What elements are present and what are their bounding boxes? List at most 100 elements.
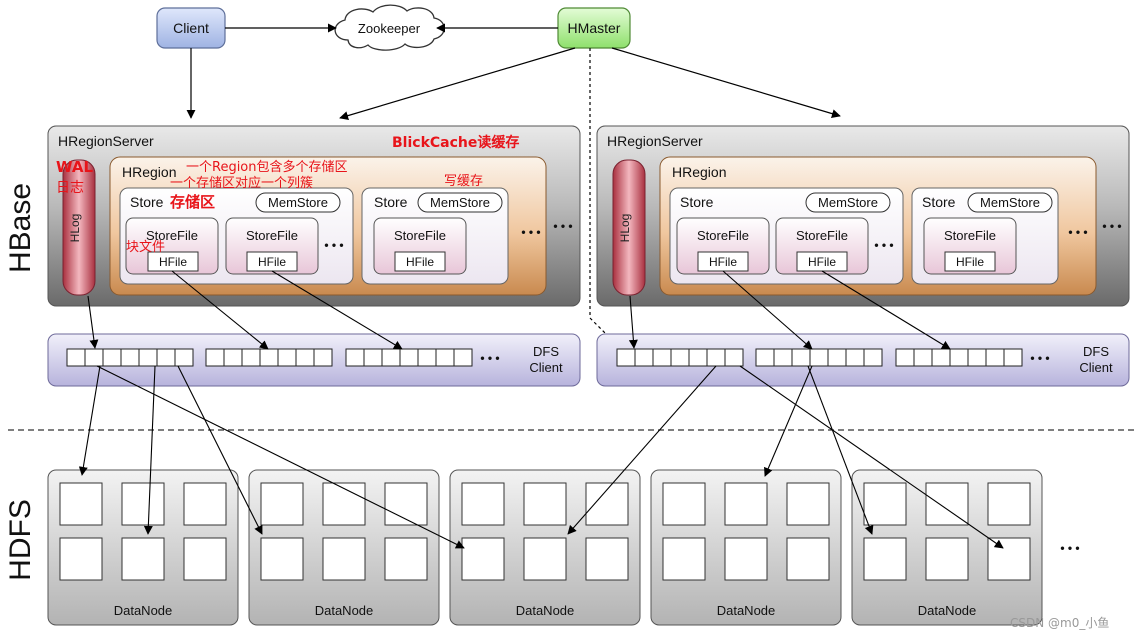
data-block [523,482,567,526]
dfs-block-cell [688,348,708,367]
dfs-block-cell [241,348,261,367]
zookeeper-node: Zookeeper [334,4,445,51]
hmaster-to-dfs-dashed-line [589,48,613,341]
data-block [384,537,428,581]
data-flow-connections [78,270,1004,549]
dfs-block-cell [345,348,365,367]
dfs-block-cell [417,348,437,367]
datanode-box: DataNode [449,469,641,626]
annotation-wal: WAL [56,158,93,176]
data-block [59,482,103,526]
zookeeper-label: Zookeeper [358,21,421,36]
storefile-label: StoreFile [394,228,446,243]
datanode-box: DataNode [248,469,440,626]
dfs-block-cell [138,348,158,367]
dfs-block-cell [895,348,915,367]
annotation-store: 存储区 [170,193,215,211]
ellipsis: • • • [553,219,572,233]
dfs-client-left: • • • DFS Client [47,333,581,387]
region-server-title: HRegionServer [58,133,154,149]
store-label: Store [130,194,164,210]
data-block [585,537,629,581]
top-connections [186,23,841,341]
memstore-pill [967,192,1053,213]
dfs-block-cell [381,348,401,367]
hlog-bar [62,159,96,296]
dfs-block-cell [949,348,969,367]
datanode-box: DataNode [650,469,842,626]
memstore-label: MemStore [268,195,328,210]
store-label: Store [680,194,714,210]
dfs-block-cell [791,348,811,367]
dfs-block-cell [985,348,1005,367]
annotation-region-note1: 一个Region包含多个存储区 [186,159,348,175]
hlog-bar [612,159,646,296]
dfs-to-datanode-arrow [78,365,101,476]
dfs-block-cell [174,348,194,367]
hfile-to-dfs-arrow [722,270,813,350]
dfs-block-cell [205,348,225,367]
data-block [786,537,830,581]
data-block [183,537,227,581]
dfs-block-cell [120,348,140,367]
memstore-pill [417,192,503,213]
annotations: WAL 日志 BlickCache读缓存 一个Region包含多个存储区 一个存… [56,134,519,255]
dfs-block-cell [435,348,455,367]
dfs-client-label-line1: DFS [533,344,559,359]
datanode-box: DataNode [47,469,239,626]
region-server-left: HRegionServer HLog HRegion Store MemStor… [47,125,581,307]
data-block [384,482,428,526]
dfs-client-right: • • • DFS Client [596,333,1130,387]
dfs-to-datanode-arrow [739,365,1004,549]
store-box: Store MemStore StoreFile HFile [361,187,509,285]
zookeeper-cloud-icon [334,4,445,51]
dfs-block-cell [102,348,122,367]
hmaster-to-right-server-arrow [611,47,841,118]
dfs-block-row [345,348,473,367]
datanode-label: DataNode [918,603,977,618]
data-block [786,482,830,526]
region-server-title: HRegionServer [607,133,703,149]
data-block [121,537,165,581]
data-block [183,482,227,526]
data-block [925,537,969,581]
dfs-block-cell [399,348,419,367]
client-label: Client [173,20,209,36]
storefile-label: StoreFile [146,228,198,243]
store-label: Store [922,194,956,210]
data-block [461,537,505,581]
hfile-to-dfs-arrow [821,270,951,350]
data-block [260,537,304,581]
storefile-label: StoreFile [796,228,848,243]
data-block [724,537,768,581]
hfile-label: HFile [808,255,836,269]
hmaster-label: HMaster [568,20,621,36]
memstore-label: MemStore [818,195,878,210]
data-block [322,537,366,581]
data-block [260,482,304,526]
ellipsis: • • • [1030,351,1049,365]
dfs-block-cell [295,348,315,367]
data-block [322,482,366,526]
hregion-label: HRegion [122,164,176,180]
data-block [121,482,165,526]
dfs-block-cell [863,348,883,367]
data-block [925,482,969,526]
dfs-block-row [895,348,1023,367]
dfs-block-cell [913,348,933,367]
datanode-box: DataNode [851,469,1043,626]
dfs-block-cell [259,348,279,367]
dfs-to-datanode-arrow [96,365,465,549]
hfile-label: HFile [258,255,286,269]
hmaster-to-left-server-arrow [339,47,576,121]
dfs-block-cell [453,348,473,367]
memstore-label: MemStore [980,195,1040,210]
datanode-label: DataNode [315,603,374,618]
dfs-block-cell [277,348,297,367]
dfs-block-cell [156,348,176,367]
dfs-client-label-line2: Client [1079,360,1113,375]
datanode-label: DataNode [717,603,776,618]
dfs-block-cell [931,348,951,367]
annotation-write-cache: 写缓存 [444,174,483,189]
dfs-block-cell [313,348,333,367]
